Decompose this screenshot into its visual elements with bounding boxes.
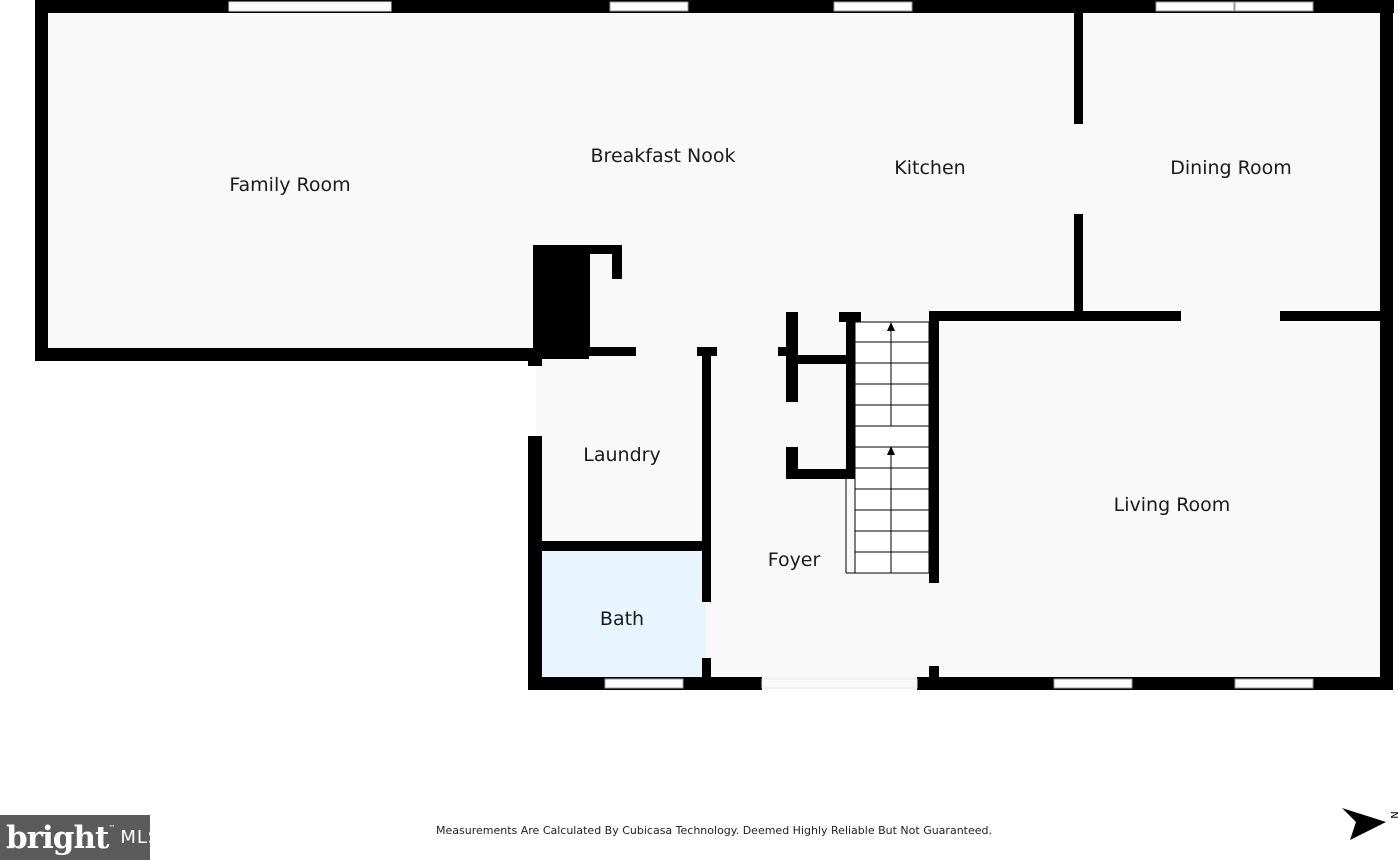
room-label-breakfast-nook: Breakfast Nook [591, 145, 736, 167]
arrow-up-icon [887, 322, 895, 331]
window [609, 1, 689, 12]
door-opening [761, 678, 918, 689]
room-label-foyer: Foyer [768, 549, 821, 571]
room-laundry-floor [536, 354, 706, 546]
room-label-bath: Bath [600, 608, 644, 630]
room-label-laundry: Laundry [583, 444, 660, 466]
window [1234, 678, 1314, 689]
staircase [845, 321, 930, 574]
stair-direction-arrows [887, 322, 895, 455]
measurement-disclaimer: Measurements Are Calculated By Cubicasa … [436, 824, 992, 837]
room-label-dining-room: Dining Room [1170, 157, 1291, 179]
windows [228, 1, 1314, 689]
window [228, 1, 392, 12]
window [1234, 1, 1314, 12]
walls [35, 0, 1394, 690]
arrow-up-icon [887, 446, 895, 455]
room-label-kitchen: Kitchen [894, 157, 965, 179]
room-living-room-floor [934, 317, 1386, 683]
room-label-living-room: Living Room [1114, 494, 1231, 516]
window [604, 678, 684, 689]
brand-suffix: MLS [120, 827, 161, 848]
north-arrow-icon: N [1342, 808, 1398, 840]
bright-mls-logo: bright ™ MLS [0, 815, 159, 860]
compass-letter: N [1388, 811, 1398, 818]
window [833, 1, 913, 12]
brand-name: bright [6, 819, 109, 856]
room-bath-floor [536, 546, 706, 683]
brand-trademark: ™ [108, 823, 116, 832]
room-label-family-room: Family Room [229, 174, 350, 196]
window [1053, 678, 1133, 689]
room-dining-room-floor [1081, 6, 1386, 317]
window [1155, 1, 1235, 12]
